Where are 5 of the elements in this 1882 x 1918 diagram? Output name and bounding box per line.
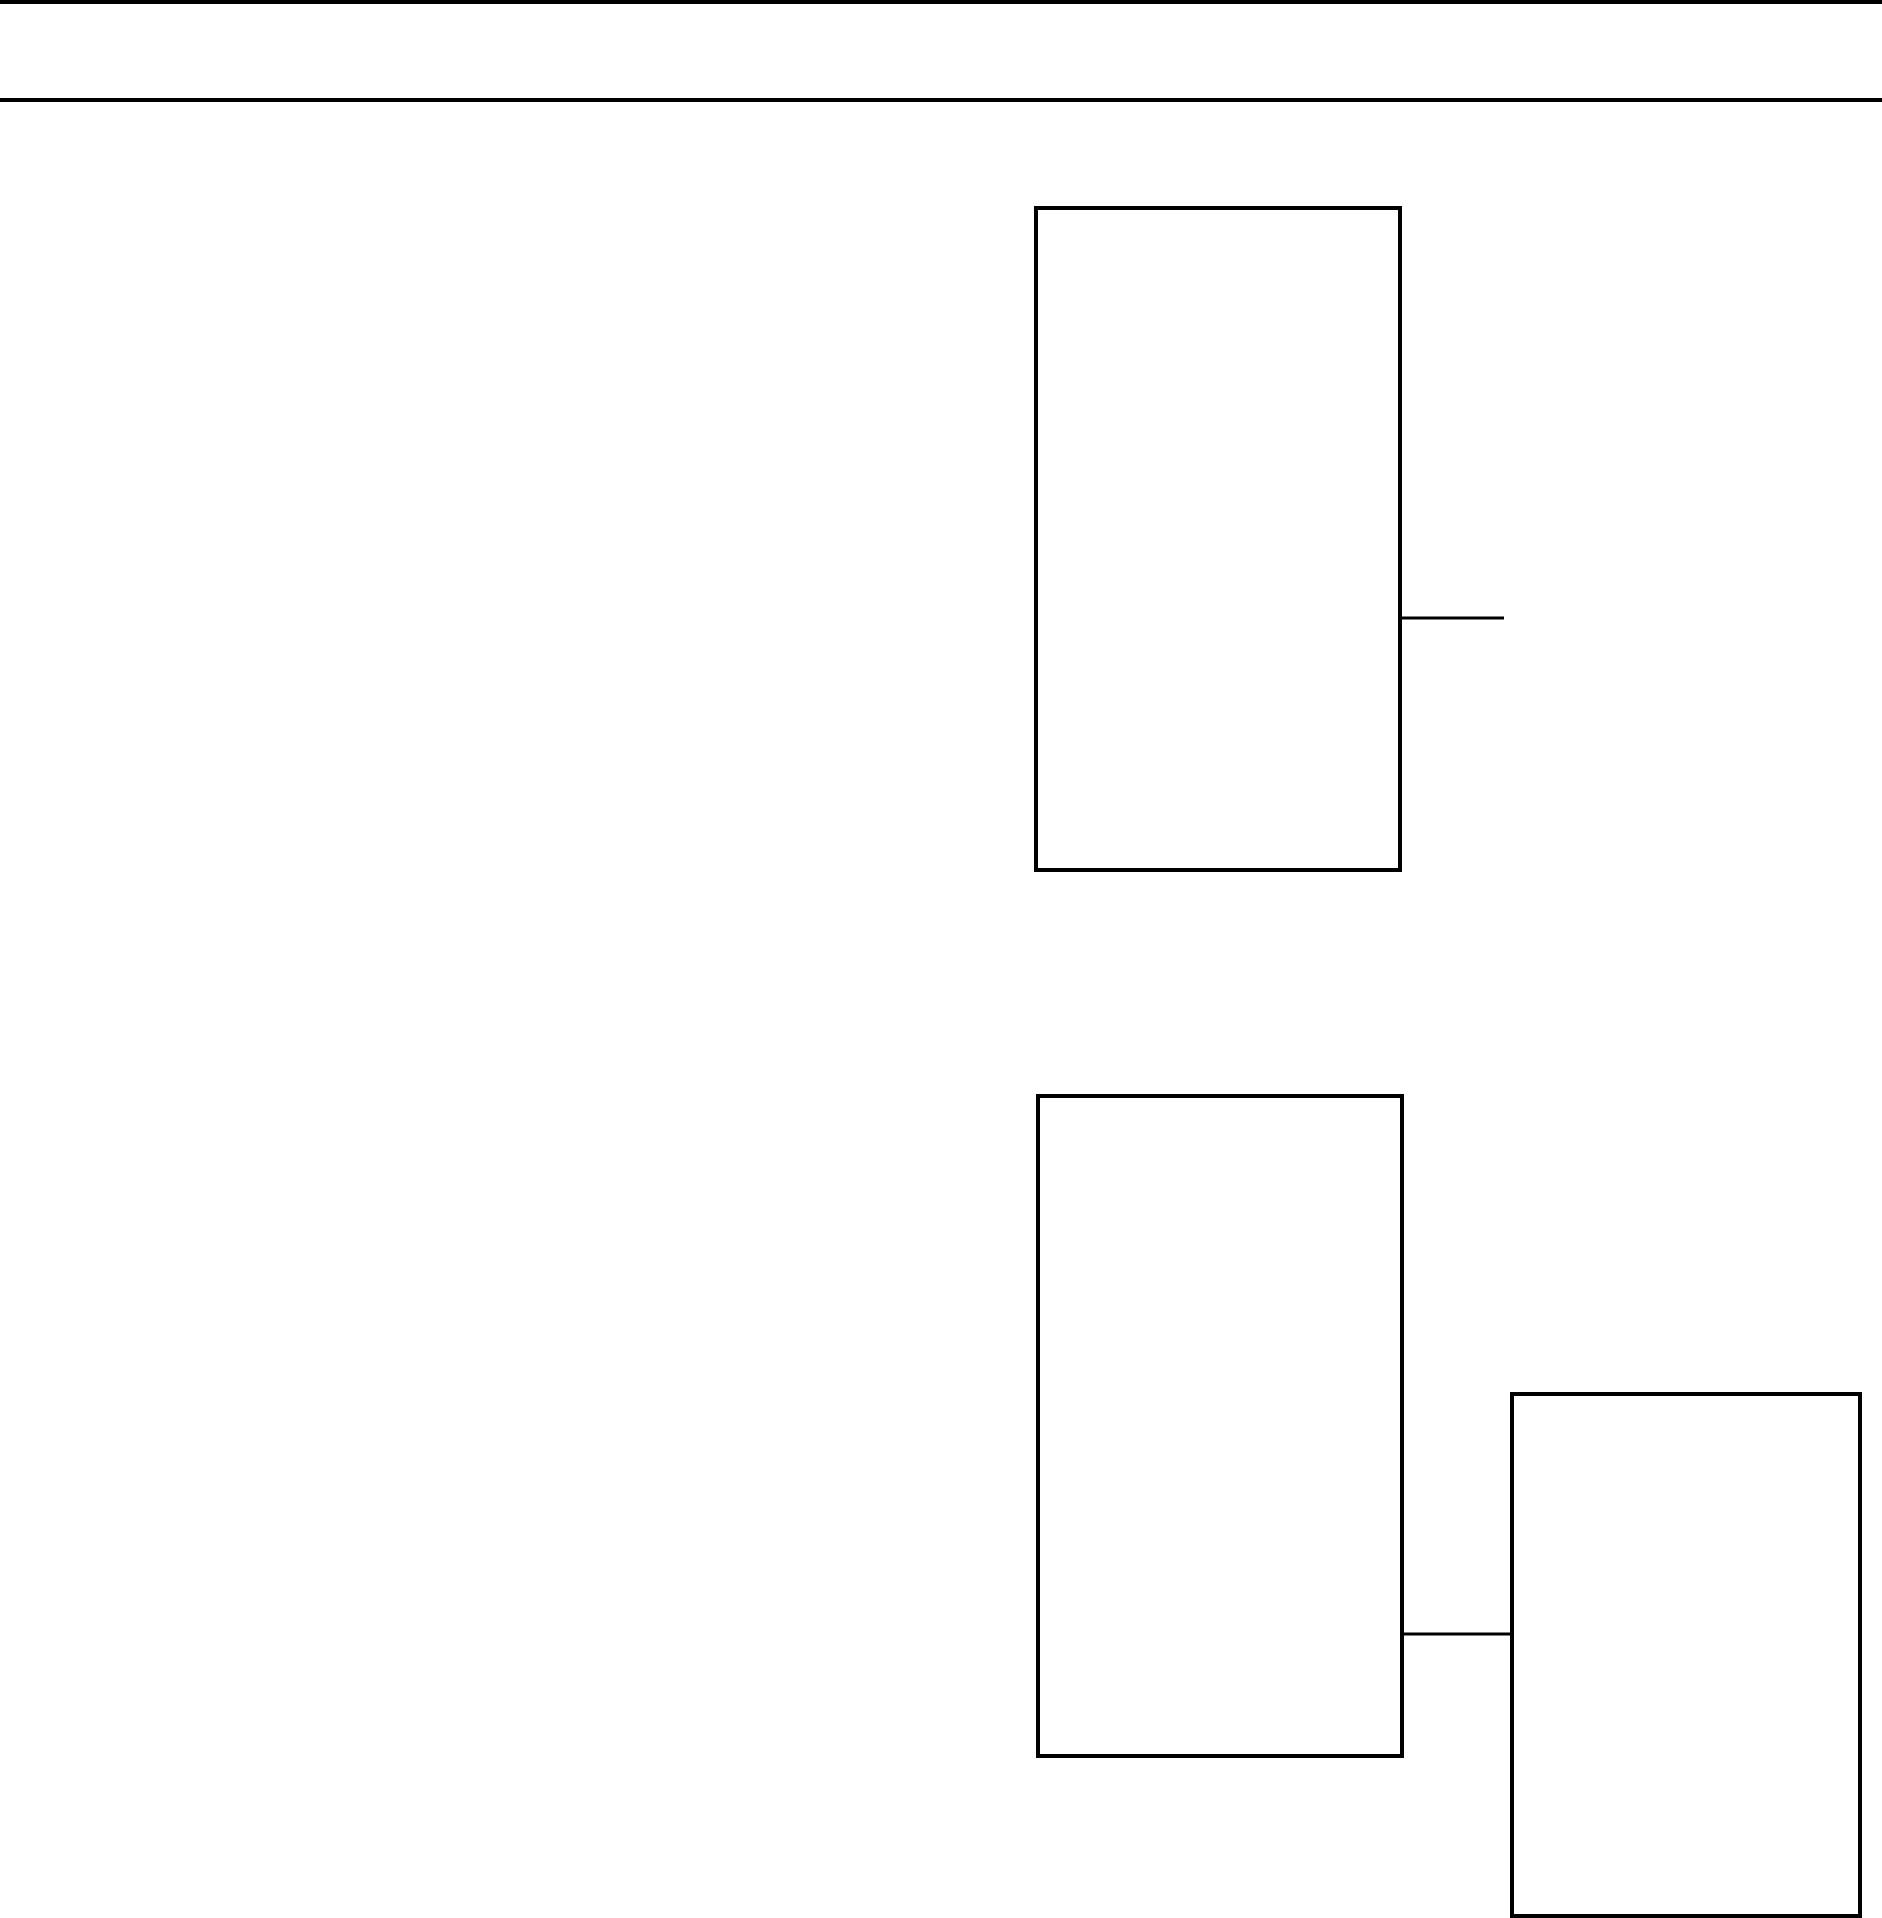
empty-box xyxy=(1510,1392,1862,1918)
connector-line xyxy=(1404,1632,1510,1636)
empty-box xyxy=(1034,206,1402,872)
connector-line xyxy=(1402,616,1504,620)
empty-box xyxy=(1036,1094,1404,1758)
